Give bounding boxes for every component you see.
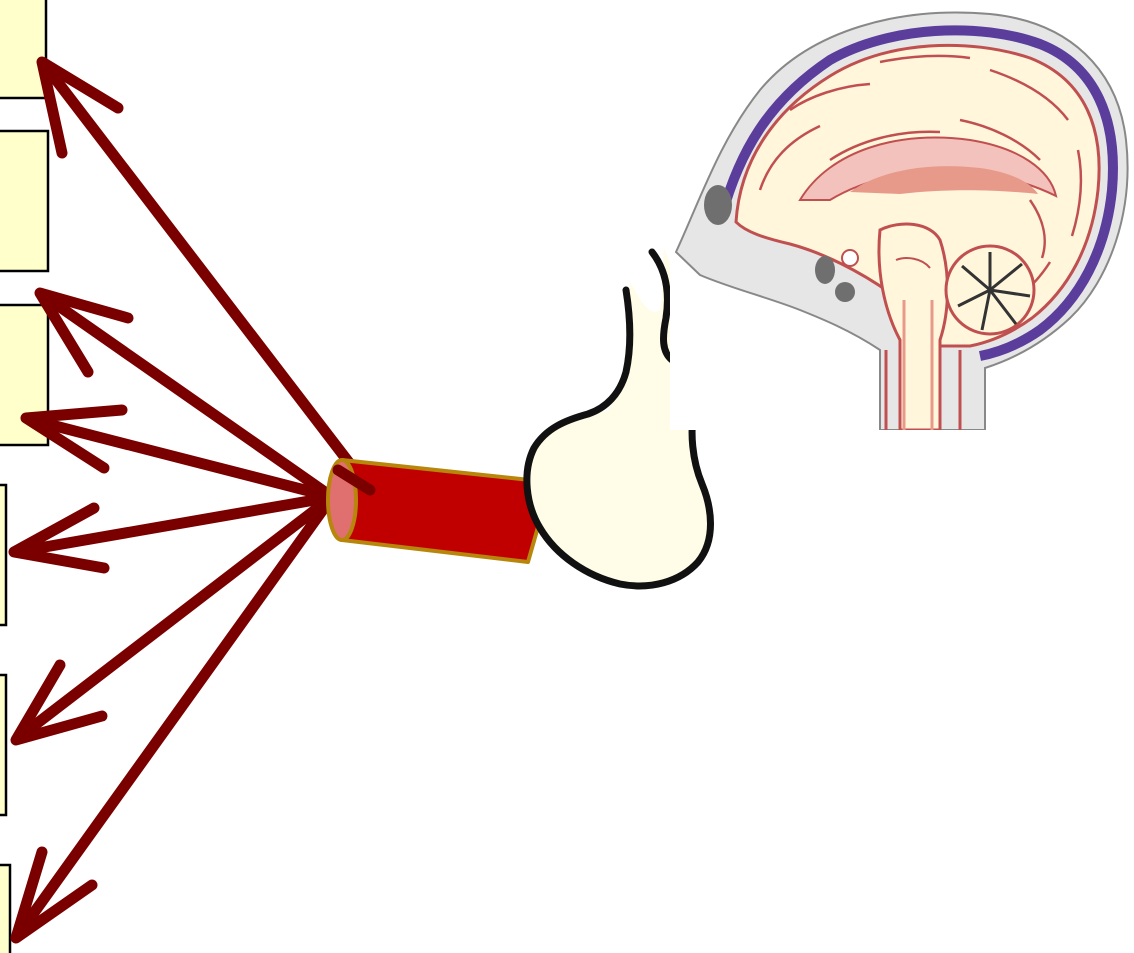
arrow-to-box-1 bbox=[42, 62, 370, 490]
arrow-to-box-3-lower bbox=[26, 410, 332, 497]
arrow-to-box-5 bbox=[16, 497, 332, 740]
label-box-4 bbox=[0, 485, 6, 625]
label-box-5 bbox=[0, 675, 6, 815]
label-boxes bbox=[0, 0, 48, 953]
brain-sagittal-section-icon bbox=[670, 0, 1134, 430]
blood-vessel-icon bbox=[328, 460, 540, 562]
label-box-6 bbox=[0, 865, 10, 953]
label-box-1 bbox=[0, 0, 46, 98]
label-box-2 bbox=[0, 131, 48, 271]
hormone-arrows bbox=[14, 62, 370, 938]
arrow-to-box-3-upper bbox=[40, 293, 332, 497]
